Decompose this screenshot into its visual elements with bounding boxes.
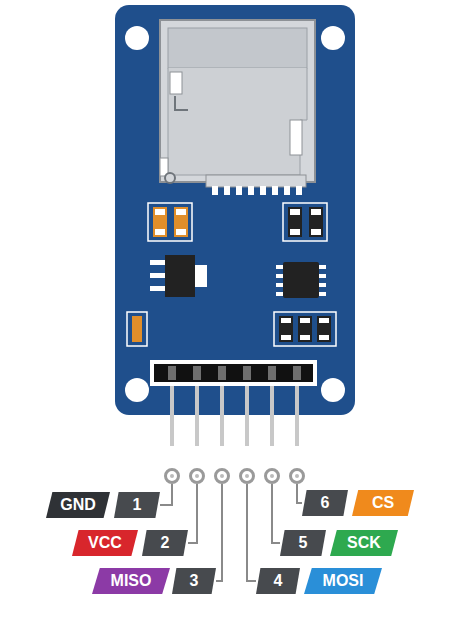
sd-card-slot: [160, 20, 315, 187]
pin-number: 2: [142, 530, 188, 556]
header-outline: [150, 360, 317, 386]
pin-number: 6: [302, 490, 348, 516]
pin-number: 1: [114, 492, 160, 518]
pin-name-tag: MISO: [92, 568, 170, 594]
pin-name-tag: CS: [352, 490, 414, 516]
pin-name-tag: VCC: [72, 530, 138, 556]
pin-name-tag: GND: [46, 492, 110, 518]
pin-name-text: SCK: [347, 535, 381, 551]
smd-components: [127, 203, 336, 346]
pin-name-text: CS: [372, 495, 394, 511]
pin-number-text: 2: [161, 535, 170, 551]
pin-name-tag: MOSI: [304, 568, 382, 594]
pin-name-text: VCC: [88, 535, 122, 551]
pin-number: 5: [280, 530, 326, 556]
pin-number-text: 4: [274, 573, 283, 589]
pin-number-text: 1: [133, 497, 142, 513]
pin-number-text: 5: [299, 535, 308, 551]
pin-name-tag: SCK: [330, 530, 398, 556]
pin-number-text: 6: [321, 495, 330, 511]
pcb-board: [115, 5, 355, 415]
pin-number-text: 3: [190, 573, 199, 589]
header-pins: [166, 366, 304, 483]
pin-name-text: MOSI: [323, 573, 364, 589]
slot-contacts: [212, 186, 302, 195]
pin-number: 3: [172, 568, 216, 594]
pin-name-text: MISO: [111, 573, 152, 589]
pin-header: [154, 364, 313, 382]
pin-number: 4: [256, 568, 300, 594]
pin-name-text: GND: [60, 497, 96, 513]
